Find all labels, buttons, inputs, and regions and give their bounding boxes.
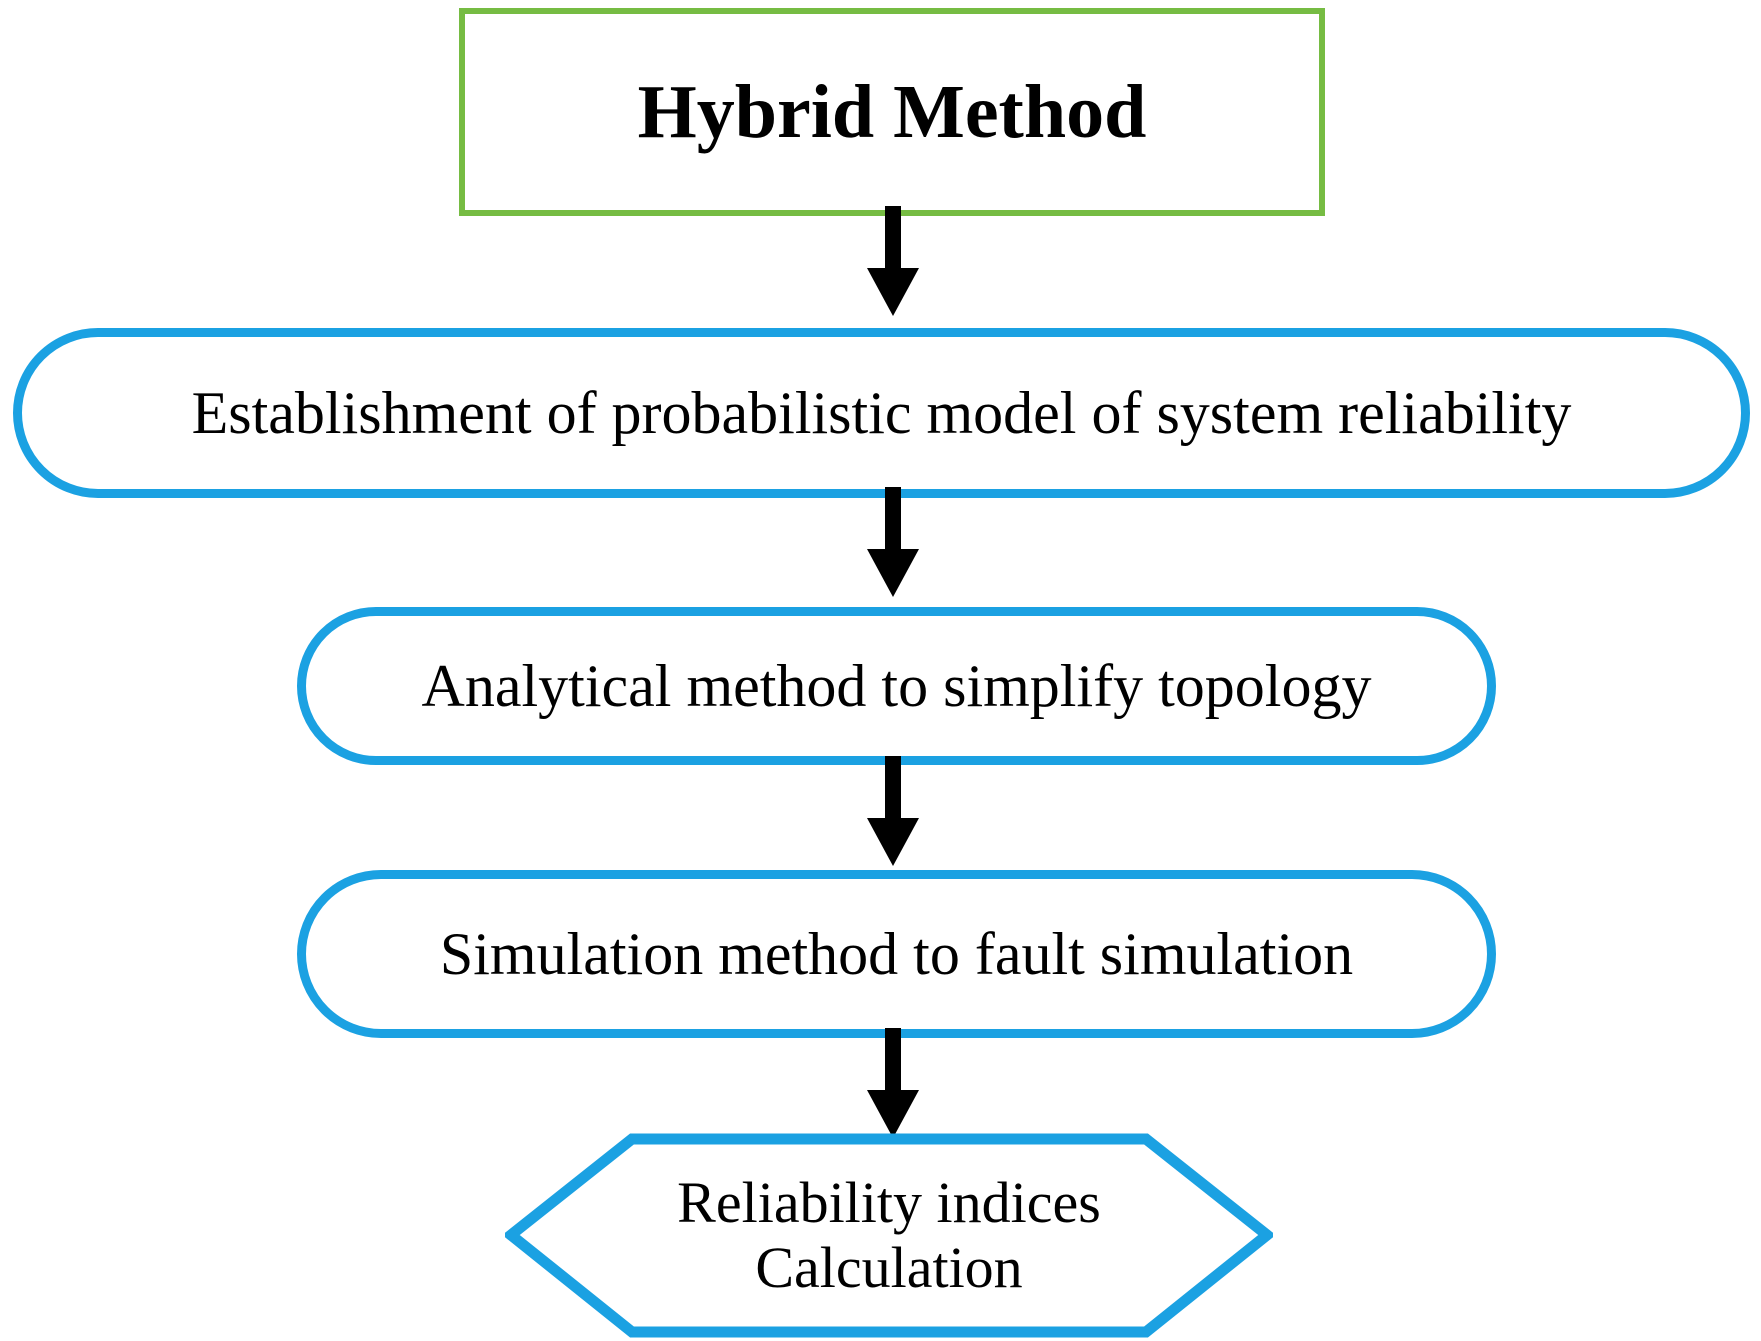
- node-reliability-indices-line2: Calculation: [755, 1234, 1023, 1300]
- arrow-simulation-to-indices: [865, 1028, 921, 1140]
- node-analytical-method-label: Analytical method to simplify topology: [421, 652, 1372, 719]
- arrow-analytical-to-simulation: [865, 756, 921, 868]
- arrow-model-to-analytical: [865, 487, 921, 599]
- node-reliability-indices: Reliability indices Calculation: [505, 1133, 1273, 1338]
- node-reliability-indices-line1: Reliability indices: [677, 1169, 1101, 1235]
- arrow-hybrid-to-model: [865, 206, 921, 318]
- hexagon-shape: [505, 1133, 1273, 1338]
- node-hybrid-method-label: Hybrid Method: [637, 69, 1147, 154]
- node-reliability-indices-label: Reliability indices Calculation: [677, 1169, 1101, 1301]
- node-probabilistic-model: Establishment of probabilistic model of …: [13, 328, 1750, 498]
- node-hybrid-method: Hybrid Method: [459, 8, 1325, 216]
- node-probabilistic-model-label: Establishment of probabilistic model of …: [191, 379, 1572, 446]
- node-simulation-method: Simulation method to fault simulation: [297, 870, 1496, 1038]
- node-simulation-method-label: Simulation method to fault simulation: [439, 920, 1354, 987]
- node-analytical-method: Analytical method to simplify topology: [297, 607, 1496, 765]
